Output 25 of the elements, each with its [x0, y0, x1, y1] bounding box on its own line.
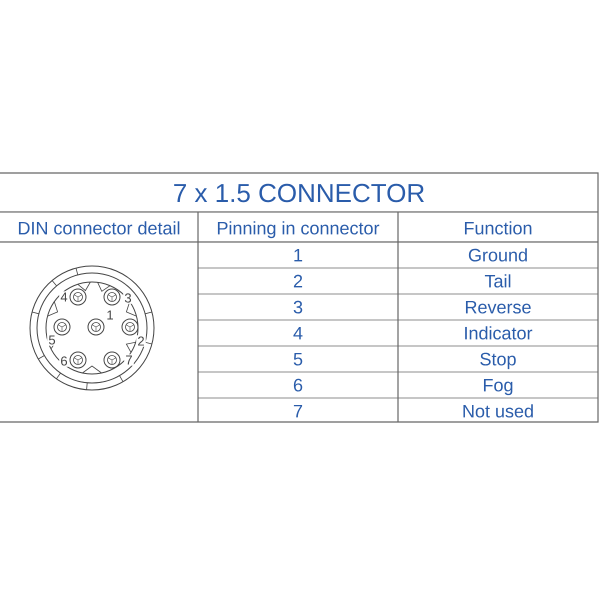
pin-number: 3: [123, 292, 133, 304]
table-cell: Reverse: [466, 300, 531, 314]
table-title: 7 x 1.5 CONNECTOR: [174, 184, 424, 202]
pin-number: 7: [124, 354, 134, 366]
table-cell: 3: [294, 300, 302, 314]
pin-number: 2: [136, 335, 146, 347]
table-cell: Fog: [484, 378, 512, 396]
table-cell: 2: [294, 274, 302, 288]
table-cell: 7: [294, 404, 302, 418]
table-cell: Tail: [484, 274, 510, 288]
table-cell: Indicator: [465, 326, 532, 340]
pin-number: 6: [59, 355, 69, 367]
table-cell: 5: [294, 352, 302, 366]
column-header: Pinning in connector: [218, 221, 380, 238]
column-header: DIN connector detail: [18, 221, 180, 235]
table-cell: 1: [294, 248, 302, 262]
column-header: Function: [464, 221, 532, 235]
pin-number: 5: [47, 334, 57, 346]
table-cell: Not used: [463, 404, 533, 418]
table-cell: Stop: [480, 352, 516, 370]
table-cell: 6: [294, 378, 302, 392]
pin-number: 1: [105, 309, 115, 321]
table-cell: 4: [293, 326, 302, 340]
table-cell: Ground: [468, 248, 527, 262]
pin-number: 4: [59, 291, 69, 303]
